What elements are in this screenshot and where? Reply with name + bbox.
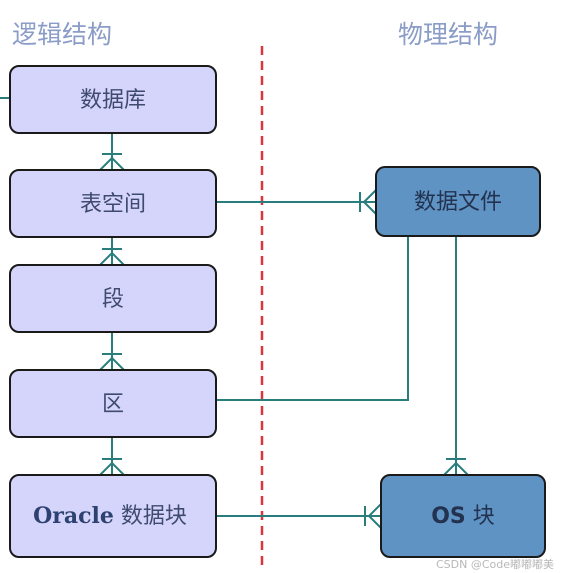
box-shape (9, 369, 217, 438)
crowfoot-os-block (443, 461, 469, 476)
physical-structure-heading: 物理结构 (398, 20, 498, 49)
box-label-oracle-block: Oracle 数据块 (33, 503, 187, 529)
os-word: OS (431, 504, 466, 529)
logical-structure-heading: 逻辑结构 (12, 20, 112, 49)
logical-box-tablespace: 表空间 (9, 169, 217, 238)
logical-chain-connectors (0, 97, 125, 476)
crowfoot-tablespace (99, 156, 125, 171)
box-label-segment: 段 (102, 287, 124, 312)
box-label-datafile: 数据文件 (414, 190, 502, 215)
logical-box-extent: 区 (9, 369, 217, 438)
logical-box-database: 数据库 (9, 65, 217, 134)
box-shape (9, 264, 217, 333)
crowfoot-segment (99, 251, 125, 266)
crowfoot-os-block-left (367, 503, 382, 529)
box-shape (375, 166, 541, 237)
box-label-database: 数据库 (80, 88, 146, 113)
box-label-os-block: OS 块 (431, 504, 495, 529)
logical-box-segment: 段 (9, 264, 217, 333)
cross-connectors (216, 189, 469, 529)
physical-box-datafile: 数据文件 (375, 166, 541, 237)
physical-box-os-block: OS 块 (380, 474, 546, 558)
oracle-word: Oracle (33, 503, 114, 529)
crowfoot-extent (99, 356, 125, 371)
os-block-suffix: 块 (466, 504, 495, 529)
box-shape (9, 474, 217, 558)
box-shape (9, 169, 217, 238)
box-label-extent: 区 (102, 392, 124, 417)
crowfoot-oracle-block (99, 461, 125, 476)
link-extent-datafile (216, 236, 409, 401)
crowfoot-datafile (362, 189, 377, 215)
box-shape (380, 474, 546, 558)
watermark: CSDN @Code嘟嘟嘟美 (436, 558, 554, 571)
logical-box-oracle-block: Oracle 数据块 (9, 474, 217, 558)
box-label-tablespace: 表空间 (80, 192, 146, 217)
box-shape (9, 65, 217, 134)
oracle-block-suffix: 数据块 (114, 504, 187, 529)
